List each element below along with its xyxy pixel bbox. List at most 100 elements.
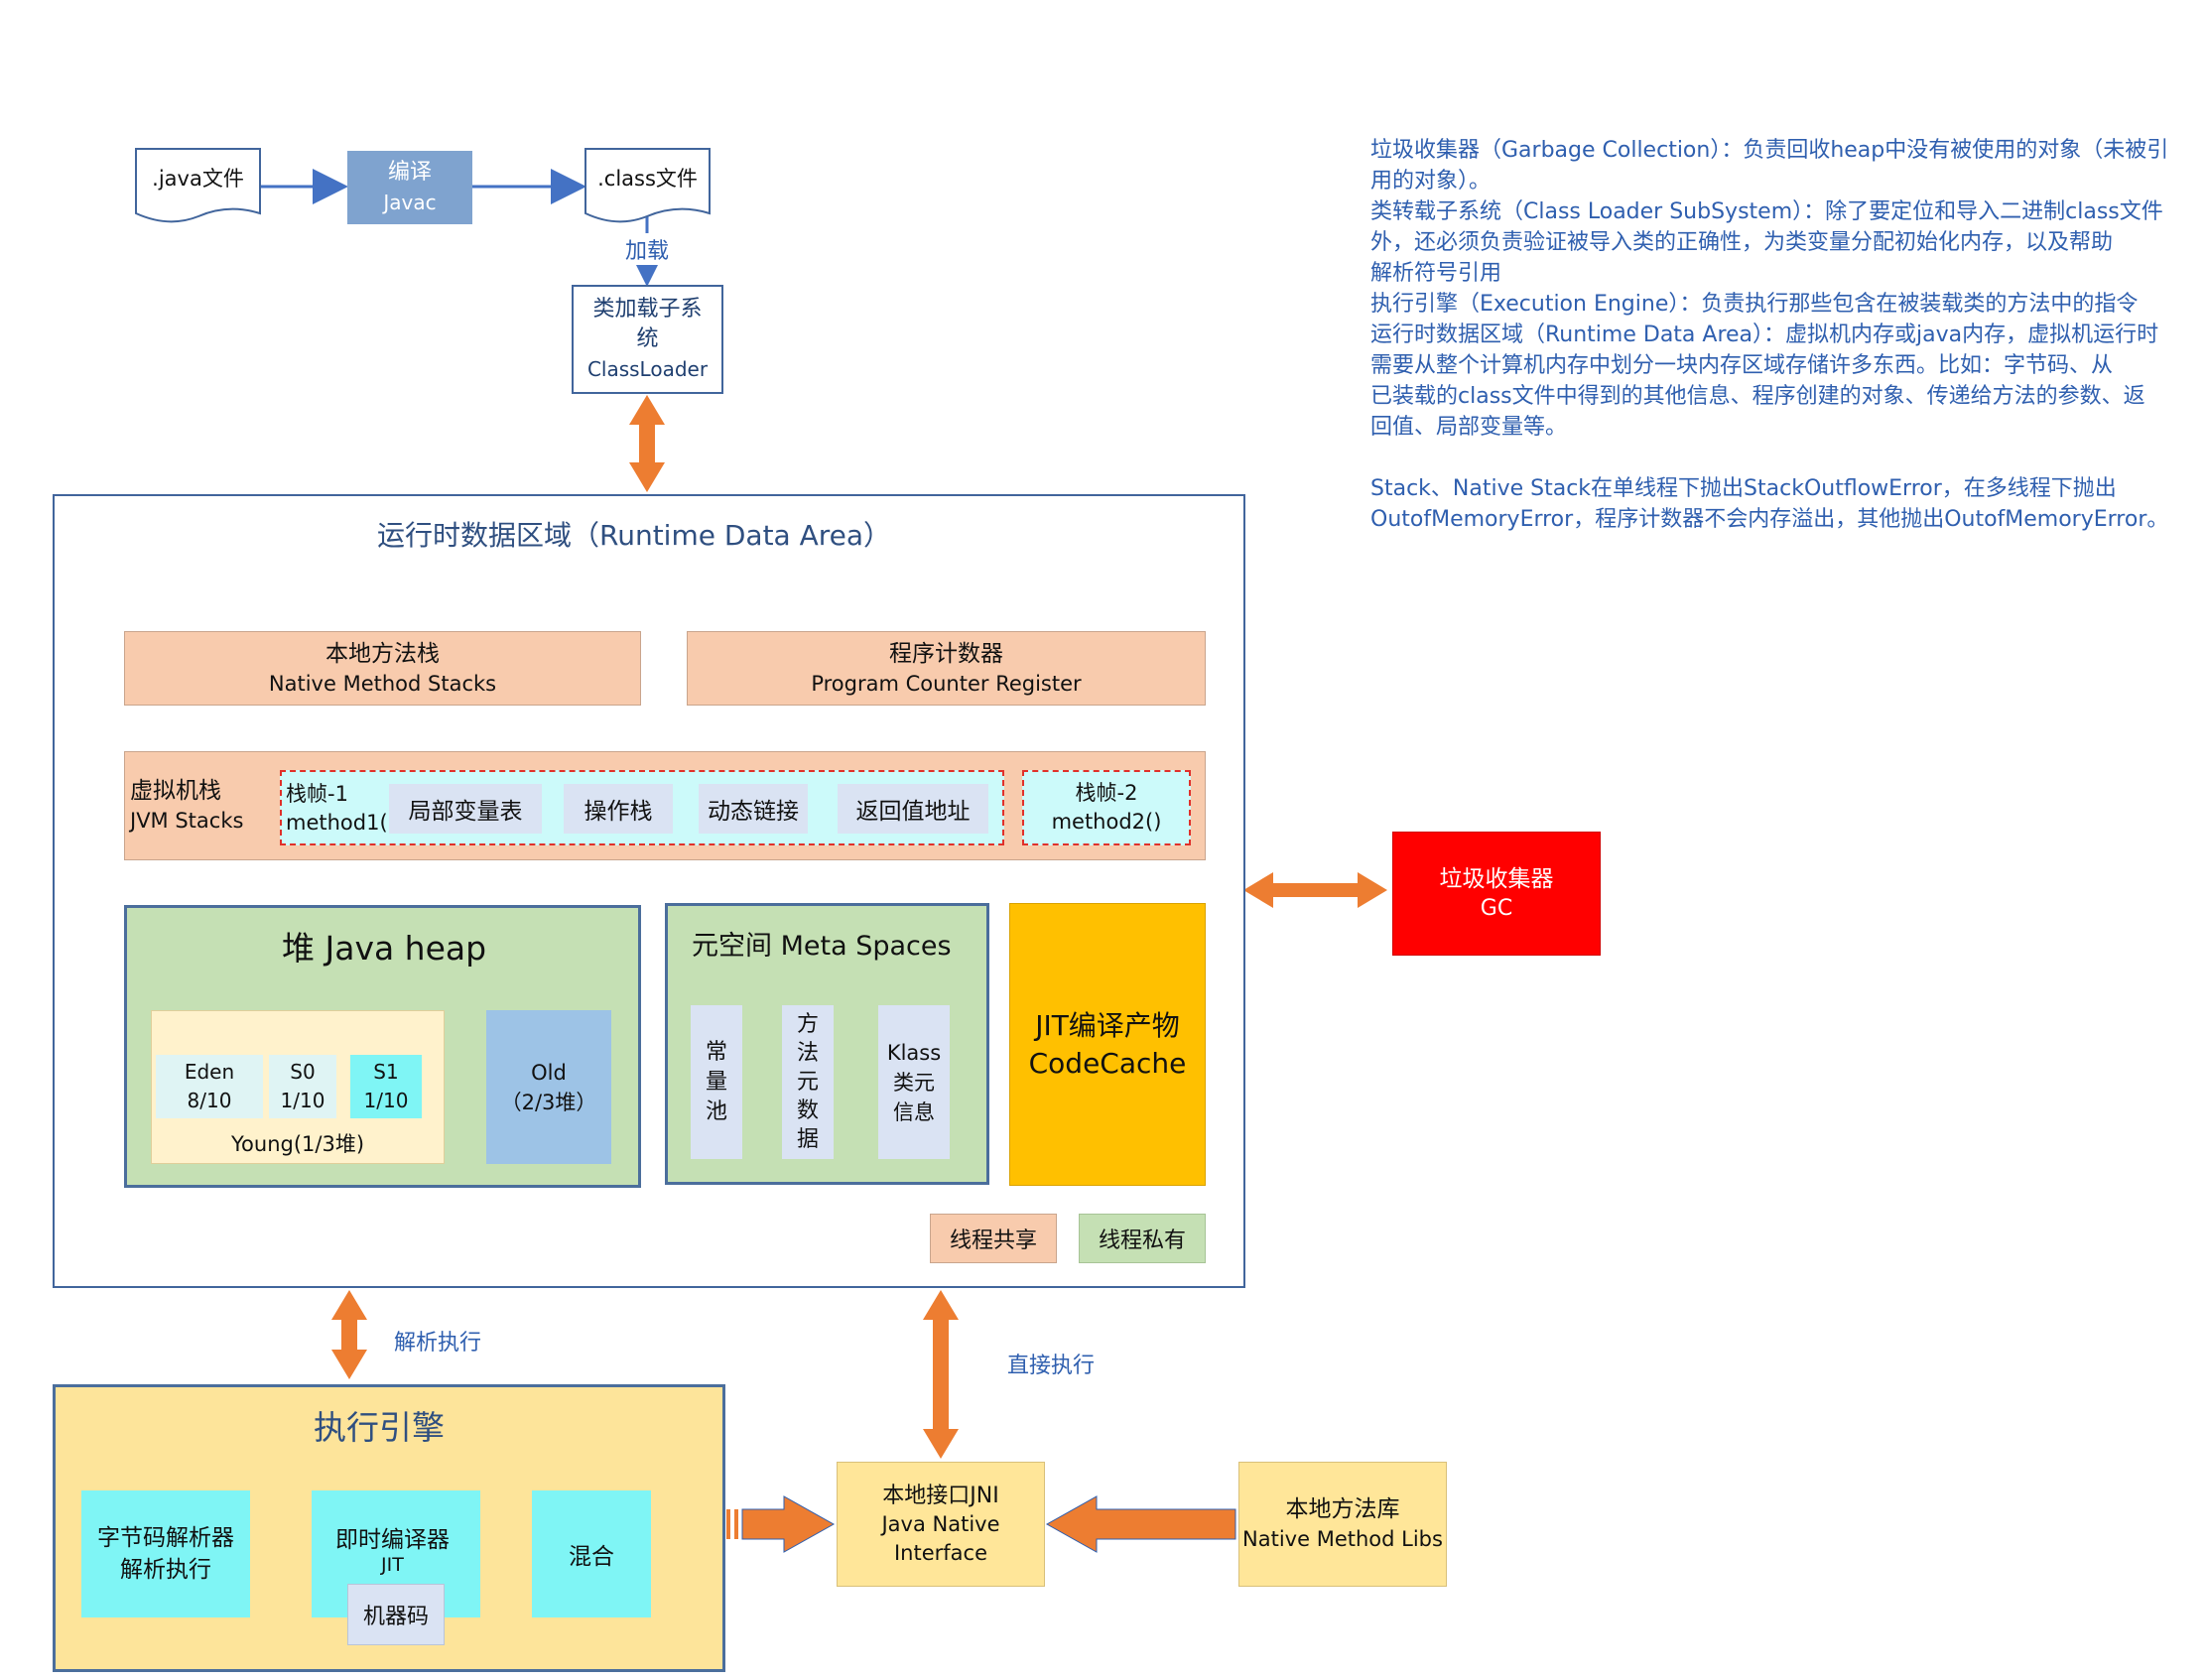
note-line: 已装载的class文件中得到的其他信息、程序创建的对象、传递给方法的参数、返 [1370,384,2145,409]
compile-box: 编译 Javac [347,151,472,224]
note-line: Stack、Native Stack在单线程下抛出StackOutflowErr… [1370,476,2117,501]
bytecode-b: 解析执行 [120,1557,211,1583]
runtime-data-area: 运行时数据区域（Runtime Data Area） 本地方法栈 Native … [53,494,1245,1288]
const-1: 常 [705,1039,727,1065]
arrow-runtime-jni [923,1290,959,1459]
note-line: 执行引擎（Execution Engine）：负责执行那些包含在被装载类的方法中… [1370,292,2139,317]
pc-cn: 程序计数器 [889,640,1003,667]
class-file: .class文件 [585,149,710,206]
interpret-label: 解析执行 [394,1331,482,1356]
java-file: .java文件 [136,149,260,206]
notes-block: 垃圾收集器（Garbage Collection）：负责回收heap中没有被使用… [1370,135,2204,535]
meta-title: 元空间 Meta Spaces [692,931,952,962]
frame2-a: 栈帧-2 [1075,781,1138,805]
klass-3: 信息 [893,1099,935,1124]
program-counter-register: 程序计数器 Program Counter Register [687,631,1206,706]
note-line: OutofMemoryError，程序计数器不会内存溢出，其他抛出OutofMe… [1370,507,2169,532]
s1-a: S1 [373,1060,399,1084]
jvm-stacks-label: 虚拟机栈 JVM Stacks [130,776,243,836]
dynamic-linking: 动态链接 [699,784,808,834]
klass-1: Klass [886,1040,942,1065]
old-gen: Old （2/3堆） [486,1010,611,1164]
stack-frame-1: 栈帧-1 method1() 局部变量表 操作栈 动态链接 返回值地址 [280,770,1004,845]
jit-compiler-a: 即时编译器 [335,1527,450,1553]
runtime-title: 运行时数据区域（Runtime Data Area） [377,519,892,552]
class-loader-box: 类加载子系统 ClassLoader [572,285,723,394]
meta-1: 方 [796,1012,819,1037]
note-line: 类转载子系统（Class Loader SubSystem）：除了要定位和导入二… [1370,199,2163,224]
gc-cn: 垃圾收集器 [1439,865,1554,892]
arrow-runtime-gc [1243,872,1387,908]
eden-b: 8/10 [187,1089,232,1112]
machine-code: 机器码 [347,1584,445,1645]
jit-compiler-b: JIT [381,1554,404,1576]
old-b: （2/3堆） [500,1090,597,1114]
s1-b: 1/10 [363,1089,409,1112]
note-line: 用的对象）。 [1370,169,1492,194]
note-line: 需要从整个计算机内存中划分一块内存区域存储许多东西。比如：字节码、从 [1370,353,2114,378]
const-3: 池 [705,1098,727,1124]
note-line: 垃圾收集器（Garbage Collection）：负责回收heap中没有被使用… [1370,138,2169,163]
libs-b: Native Method Libs [1242,1527,1443,1551]
jvm-stack-cn: 虚拟机栈 [130,778,221,804]
jit-compiler: 即时编译器 JIT 机器码 [312,1490,480,1645]
jni-a: 本地接口JNI [882,1483,999,1508]
meta-2: 法 [796,1041,819,1066]
compile-sub: Javac [383,191,437,214]
native-stack-cn: 本地方法栈 [325,640,440,667]
note-line [1370,443,2204,473]
java-file-shape [135,148,261,223]
frame1-a: 栈帧-1 [286,782,348,806]
arrow-engine-to-jni [726,1495,836,1553]
stack-frame-2: 栈帧-2 method2() [1022,770,1191,845]
frame1-b: method1() [286,811,396,835]
arrow-loader-runtime [629,395,665,492]
legend-shared: 线程共享 [930,1214,1057,1263]
meta-space: 元空间 Meta Spaces 常 量 池 方 法 元 数 据 Klass 类元… [665,903,989,1185]
survivor-1: S1 1/10 [350,1055,422,1118]
s0-a: S0 [290,1060,316,1084]
mixed-mode: 混合 [532,1490,651,1617]
native-stack-en: Native Method Stacks [268,671,497,696]
jni-box: 本地接口JNI Java Native Interface [837,1462,1045,1587]
meta-4: 数 [796,1098,819,1123]
jni-b: Java Native [881,1511,1000,1536]
eden: Eden 8/10 [156,1055,263,1118]
loader-title: 类加载子系统 [592,297,703,351]
native-method-libs: 本地方法库 Native Method Libs [1238,1462,1447,1587]
loader-sub: ClassLoader [586,357,709,381]
frame2-b: method2() [1051,810,1162,834]
legend-private: 线程私有 [1079,1214,1206,1263]
meta-3: 元 [796,1070,819,1095]
code-cache: JIT编译产物 CodeCache [1009,903,1206,1186]
local-variable-table: 局部变量表 [389,784,542,834]
heap-title: 堆 Java heap [282,929,487,968]
engine-title: 执行引擎 [314,1408,445,1447]
bytecode-a: 字节码解析器 [97,1525,234,1551]
execution-engine: 执行引擎 字节码解析器 解析执行 即时编译器 JIT 机器码 混合 [53,1384,725,1672]
return-address: 返回值地址 [838,784,988,834]
compile-title: 编译 [387,160,432,185]
pc-en: Program Counter Register [811,671,1082,696]
bytecode-interpreter: 字节码解析器 解析执行 [81,1490,250,1617]
native-method-stacks: 本地方法栈 Native Method Stacks [124,631,641,706]
class-file-shape [584,148,711,223]
class-file-label: .class文件 [597,167,698,191]
libs-a: 本地方法库 [1285,1496,1400,1522]
eden-a: Eden [184,1060,235,1084]
jit-b: CodeCache [1028,1046,1187,1080]
frame1-label: 栈帧-1 method1() [286,780,396,838]
s0-b: 1/10 [280,1089,325,1112]
direct-label: 直接执行 [1007,1354,1096,1378]
old-a: Old [531,1060,567,1085]
jvm-stacks: 虚拟机栈 JVM Stacks 栈帧-1 method1() 局部变量表 操作栈… [124,751,1206,860]
java-file-label: .java文件 [152,167,244,191]
note-line: 解析符号引用 [1370,261,1502,286]
arrow-runtime-engine [331,1290,367,1379]
meta-5: 据 [796,1127,819,1152]
java-heap: 堆 Java heap Eden 8/10 S0 1/10 S1 1/10 Yo… [124,905,641,1188]
young-label: Young(1/3堆) [231,1132,365,1156]
constant-pool: 常 量 池 [691,1005,742,1159]
jni-c: Interface [893,1540,988,1565]
